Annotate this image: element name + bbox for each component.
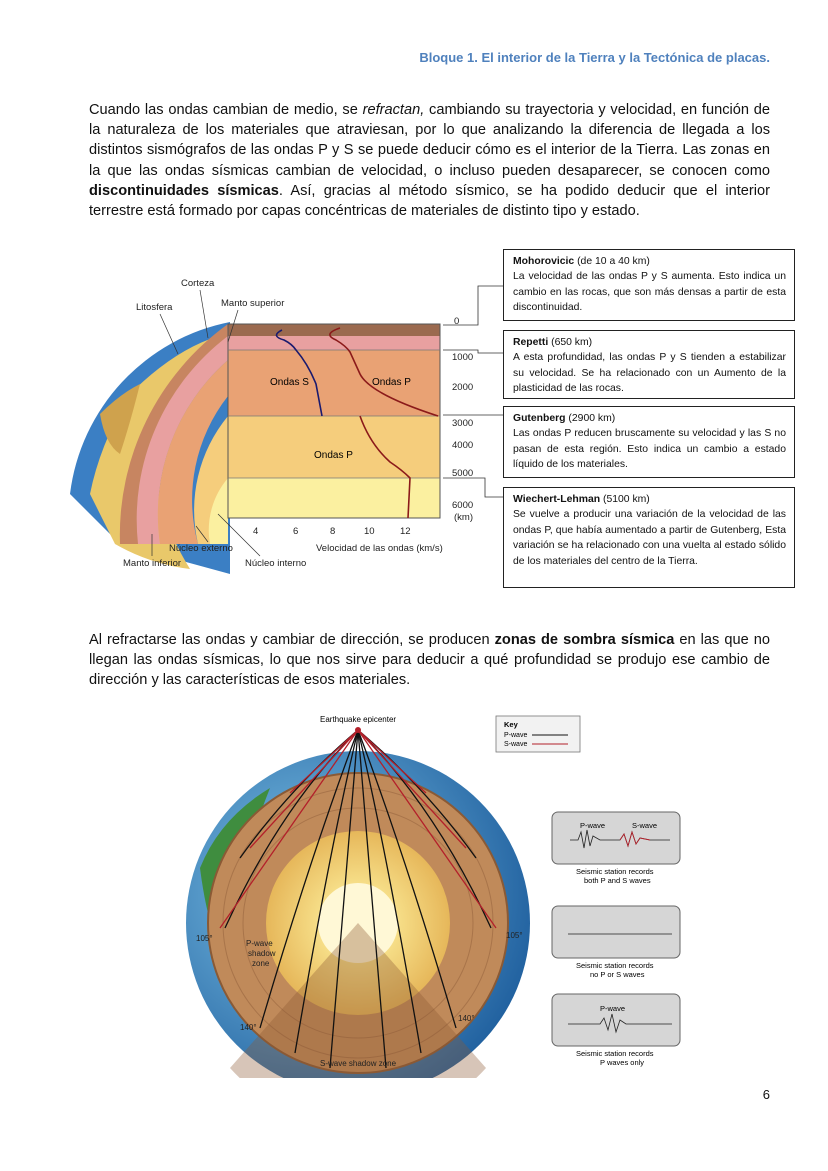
paragraph-1-text-c: . Así, gracias al método sísmico, se ha … (89, 182, 770, 220)
label-nucleo-externo: Núcleo externo (169, 543, 233, 554)
box-detail: (2900 km) (565, 413, 616, 424)
velocity-tick-6: 6 (293, 526, 298, 537)
box-body: Se vuelve a producir una variación de la… (513, 509, 786, 567)
box-body: La velocidad de las ondas P y S aumenta.… (513, 271, 786, 314)
paragraph-1-bold: discontinuidades sísmicas (89, 182, 279, 199)
station-2-caption-1: Seismic station records (576, 961, 654, 970)
station-3-p: P-wave (600, 1004, 625, 1013)
key-title: Key (504, 720, 519, 729)
velocity-tick-8: 8 (330, 526, 335, 537)
label-corteza: Corteza (181, 278, 215, 289)
box-title: Gutenberg (513, 413, 566, 424)
epicenter-label: Earthquake epicenter (320, 715, 396, 724)
depth-tick-0: 0 (454, 316, 459, 327)
box-detail: (de 10 a 40 km) (574, 256, 650, 267)
paragraph-1: Cuando las ondas cambian de medio, se re… (89, 100, 770, 221)
velocity-tick-12: 12 (400, 526, 411, 537)
p-shadow-label-2: shadow (248, 949, 276, 958)
paragraph-2: Al refractarse las ondas y cambiar de di… (89, 630, 770, 691)
key-p-label: P-wave (504, 732, 527, 739)
label-manto-superior: Manto superior (221, 298, 284, 309)
angle-140-left: 140° (240, 1023, 257, 1032)
depth-unit: (km) (454, 512, 473, 523)
depth-tick-3000: 3000 (452, 418, 473, 429)
discontinuity-box-gutenberg: Gutenberg (2900 km) Las ondas P reducen b… (503, 406, 795, 478)
station-1-p: P-wave (580, 821, 605, 830)
depth-tick-1000: 1000 (452, 352, 473, 363)
paragraph-1-emphasis: refractan, (362, 102, 425, 118)
box-detail: (650 km) (548, 337, 593, 348)
box-body: Las ondas P reducen bruscamente su veloc… (513, 428, 786, 471)
station-1-caption-1: Seismic station records (576, 867, 654, 876)
label-ondas-p-mid: Ondas P (314, 450, 353, 461)
paragraph-2-text-b: en las que no llegan las ondas sísmicas,… (89, 632, 770, 689)
paragraph-1-text-b: cambiando su trayectoria y velocidad, en… (89, 102, 771, 179)
p-shadow-label-3: zone (252, 959, 270, 968)
paragraph-2-bold: zonas de sombra sísmica (494, 632, 675, 648)
station-2: Seismic station records no P or S waves (551, 905, 681, 979)
angle-105-right: 105° (506, 931, 523, 940)
station-1-caption-2: both P and S waves (584, 876, 651, 885)
label-ondas-s: Ondas S (270, 377, 309, 388)
box-title: Wiechert-Lehman (513, 494, 601, 505)
velocity-axis-label: Velocidad de las ondas (km/s) (316, 543, 443, 554)
s-shadow-label: S-wave shadow zone (320, 1059, 397, 1068)
velocity-tick-4: 4 (253, 526, 258, 537)
depth-tick-2000: 2000 (452, 382, 473, 393)
depth-tick-5000: 5000 (452, 468, 473, 479)
station-3: P-wave Seismic station records P waves o… (551, 993, 681, 1067)
paragraph-1-text-a: Cuando las ondas cambian de medio, se (89, 102, 363, 118)
angle-105-left: 105° (196, 934, 213, 943)
depth-tick-4000: 4000 (452, 440, 473, 451)
box-detail: (5100 km) (600, 494, 650, 505)
station-3-caption-2: P waves only (600, 1058, 644, 1067)
paragraph-2-text-a: Al refractarse las ondas y cambiar de di… (89, 632, 495, 648)
box-title: Repetti (513, 337, 549, 348)
box-body: A esta profundidad, las ondas P y S tien… (513, 352, 786, 395)
discontinuity-box-wiechert-lehman: Wiechert-Lehman (5100 km) Se vuelve a pro… (503, 487, 795, 588)
page-header: Bloque 1. El interior de la Tierra y la … (419, 50, 770, 65)
box-title: Mohorovicic (513, 256, 575, 267)
p-shadow-label-1: P-wave (246, 939, 273, 948)
station-2-caption-2: no P or S waves (590, 970, 645, 979)
earth-layers-diagram: Ondas S Ondas P Ondas P 0 1000 2000 3000… (70, 278, 473, 574)
station-3-caption-1: Seismic station records (576, 1049, 654, 1058)
label-ondas-p-top: Ondas P (372, 377, 411, 388)
key-s-label: S-wave (504, 741, 527, 748)
page-number: 6 (762, 1087, 770, 1102)
label-litosfera: Litosfera (136, 302, 173, 313)
discontinuity-box-repetti: Repetti (650 km) A esta profundidad, las … (503, 330, 795, 399)
shadow-zone-diagram: Earthquake epicenter 105° 105° 140° 140°… (186, 715, 681, 1078)
label-nucleo-interno: Núcleo interno (245, 558, 306, 569)
discontinuity-box-mohorovicic: Mohorovicic (de 10 a 40 km) La velocidad … (503, 249, 795, 321)
angle-140-right: 140° (458, 1014, 475, 1023)
velocity-tick-10: 10 (364, 526, 375, 537)
station-1-s: S-wave (632, 821, 657, 830)
label-manto-inferior: Manto inferior (123, 558, 181, 569)
station-1: P-wave S-wave Seismic station records bo… (551, 811, 681, 885)
depth-tick-6000: 6000 (452, 500, 473, 511)
